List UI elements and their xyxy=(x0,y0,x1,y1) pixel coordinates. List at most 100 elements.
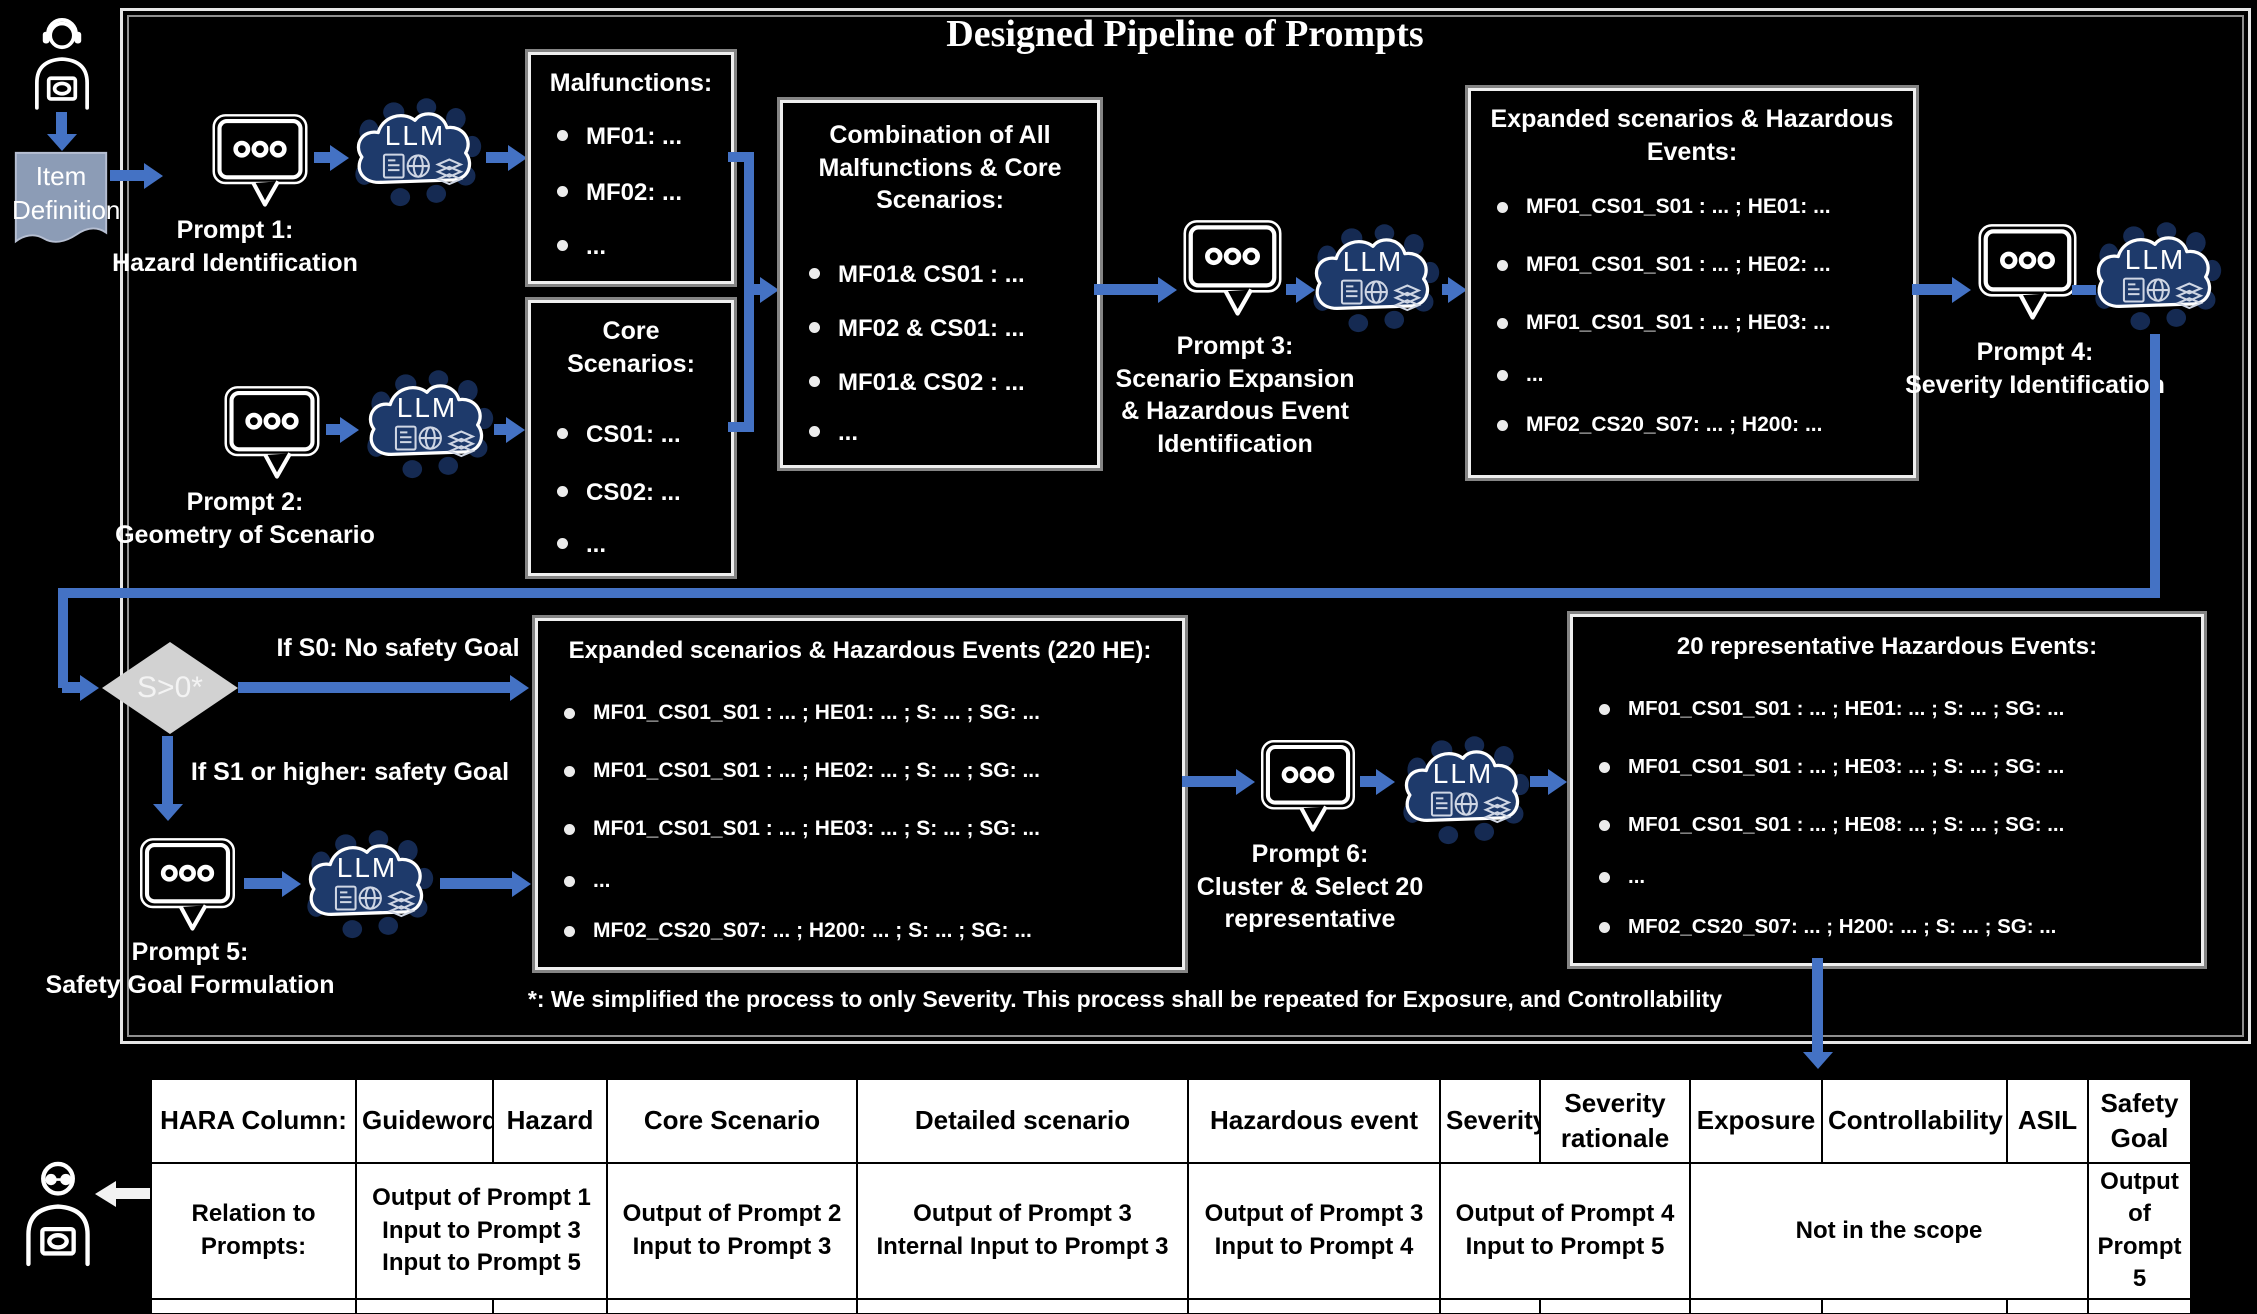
llm-cloud-icon-6: LLM xyxy=(1396,734,1530,848)
prompt3-label: Prompt 3: Scenario Expansion & Hazardous… xyxy=(1115,332,1355,458)
connector-line xyxy=(728,422,754,432)
flow-arrow xyxy=(314,152,330,163)
feedback-line-horizontal xyxy=(58,588,2160,598)
pipeline-title: Designed Pipeline of Prompts xyxy=(946,13,1424,55)
col-header-severity-rationale: Severity rationale xyxy=(1539,1078,1691,1164)
prompt5-chat-bubble-icon xyxy=(135,836,240,931)
flow-arrow xyxy=(244,878,282,889)
analyst-icon xyxy=(18,1150,98,1270)
llm-cloud-icon-2: LLM xyxy=(360,368,494,482)
relation-label-cell: Relation to Prompts: xyxy=(150,1162,357,1300)
llm-cloud-icon-5: LLM xyxy=(300,828,434,942)
col-header-severity: Severity xyxy=(1439,1078,1541,1164)
bullet-icon xyxy=(557,240,568,251)
flow-arrow xyxy=(440,878,512,889)
representative-20-box: 20 representative Hazardous Events: MF01… xyxy=(1570,614,2204,966)
bullet-icon xyxy=(564,876,575,887)
flow-arrow xyxy=(1530,776,1548,787)
severity-decision-diamond xyxy=(102,642,238,734)
bullet-icon xyxy=(1599,704,1610,715)
flow-arrow xyxy=(1442,284,1448,295)
prompt5-label: Prompt 5: Safety Goal Formulation xyxy=(45,938,335,999)
col-header-hazard: Hazard xyxy=(492,1078,608,1164)
core-scenarios-box: Core Scenarios: CS01: ... CS02: ... ... xyxy=(528,300,734,576)
bullet-icon xyxy=(557,486,568,497)
bullet-icon xyxy=(1599,820,1610,831)
connector-line xyxy=(728,152,754,162)
flow-arrow xyxy=(494,424,506,435)
expanded-220-box: Expanded scenarios & Hazardous Events (2… xyxy=(535,618,1185,970)
relation-cell: Output of Prompt 1 Input to Prompt 3 Inp… xyxy=(355,1162,608,1300)
flow-arrow-to-combination xyxy=(749,284,760,295)
expanded-scenarios-box: Expanded scenarios & Hazardous Events: M… xyxy=(1468,88,1916,478)
bullet-icon xyxy=(1497,370,1508,381)
llm-cloud-icon-3: LLM xyxy=(1306,222,1440,336)
llm-cloud-icon-4: LLM xyxy=(2088,220,2222,334)
bullet-icon xyxy=(557,538,568,549)
flow-arrow-item-to-prompt1 xyxy=(110,170,144,181)
col-header-detailed-scenario: Detailed scenario xyxy=(856,1078,1189,1164)
relation-cell: Output of Prompt 5 xyxy=(2087,1162,2192,1300)
bullet-icon xyxy=(557,186,568,197)
flow-arrow xyxy=(1182,776,1236,787)
bullet-icon xyxy=(1497,260,1508,271)
connector-line xyxy=(2072,285,2096,295)
prompt2-chat-bubble-icon xyxy=(222,384,322,479)
flow-arrow xyxy=(1360,776,1376,787)
col-header-exposure: Exposure xyxy=(1689,1078,1823,1164)
combination-box: Combination of All Malfunctions & Core S… xyxy=(780,100,1100,468)
bullet-icon xyxy=(1599,922,1610,933)
bullet-icon xyxy=(564,766,575,777)
prompt3-chat-bubble-icon xyxy=(1180,218,1285,316)
prompt2-label: Prompt 2: Geometry of Scenario xyxy=(115,488,375,549)
bullet-icon xyxy=(557,428,568,439)
feedback-line-vertical-left xyxy=(58,588,68,688)
table-empty-row xyxy=(150,1297,2192,1314)
flow-arrow xyxy=(326,424,340,435)
feedback-line-vertical-right xyxy=(2150,334,2160,594)
flow-arrow xyxy=(1912,284,1952,295)
bullet-icon xyxy=(809,268,820,279)
pipeline-frame xyxy=(120,8,2251,1044)
col-header-controllability: Controllability xyxy=(1821,1078,2008,1164)
prompt6-chat-bubble-icon xyxy=(1258,738,1358,832)
bullet-icon xyxy=(1497,202,1508,213)
relation-cell: Output of Prompt 3 Internal Input to Pro… xyxy=(856,1162,1189,1300)
safety-engineer-icon xyxy=(28,6,96,118)
bullet-icon xyxy=(564,708,575,719)
col-header-hazardous-event: Hazardous event xyxy=(1187,1078,1441,1164)
bullet-icon xyxy=(1497,420,1508,431)
flow-arrow-to-table xyxy=(1812,958,1823,1052)
bullet-icon xyxy=(564,824,575,835)
bullet-icon xyxy=(1497,318,1508,329)
col-header-guideword: Guideword xyxy=(355,1078,494,1164)
malfunctions-box: Malfunctions: MF01: ... MF02: ... ... xyxy=(528,52,734,284)
col-header-core-scenario: Core Scenario xyxy=(606,1078,858,1164)
bullet-icon xyxy=(557,130,568,141)
prompt1-label: Prompt 1: Hazard Identification xyxy=(112,216,358,277)
hara-table: HARA Column: Guideword Hazard Core Scena… xyxy=(150,1078,2192,1314)
col-header-safety-goal: Safety Goal xyxy=(2087,1078,2192,1164)
flow-arrow xyxy=(1094,284,1158,295)
branch-s0-label: If S0: No safety Goal xyxy=(276,634,520,662)
llm-cloud-icon-1: LLM xyxy=(348,96,482,210)
item-definition-label: Item Definition xyxy=(12,161,121,225)
prompt1-chat-bubble-icon xyxy=(210,112,310,207)
prompt4-label: Prompt 4: Severity Identification xyxy=(1905,338,2165,399)
relation-cell: Output of Prompt 3 Input to Prompt 4 xyxy=(1187,1162,1441,1300)
flow-arrow xyxy=(1286,284,1296,295)
prompt6-label: Prompt 6: Cluster & Select 20 representa… xyxy=(1196,840,1424,933)
flow-arrow-to-diamond xyxy=(62,682,80,693)
branch-s1-label: If S1 or higher: safety Goal xyxy=(190,758,510,786)
bullet-icon xyxy=(1599,762,1610,773)
diamond-label: S>0* xyxy=(137,671,203,704)
flow-arrow xyxy=(486,152,508,163)
col-header-asil: ASIL xyxy=(2006,1078,2089,1164)
bullet-icon xyxy=(564,926,575,937)
bullet-icon xyxy=(809,426,820,437)
relation-cell: Output of Prompt 2 Input to Prompt 3 xyxy=(606,1162,858,1300)
col-header-hara: HARA Column: xyxy=(150,1078,357,1164)
footnote: *: We simplified the process to only Sev… xyxy=(527,986,1723,1012)
prompt4-chat-bubble-icon xyxy=(1975,222,2080,320)
